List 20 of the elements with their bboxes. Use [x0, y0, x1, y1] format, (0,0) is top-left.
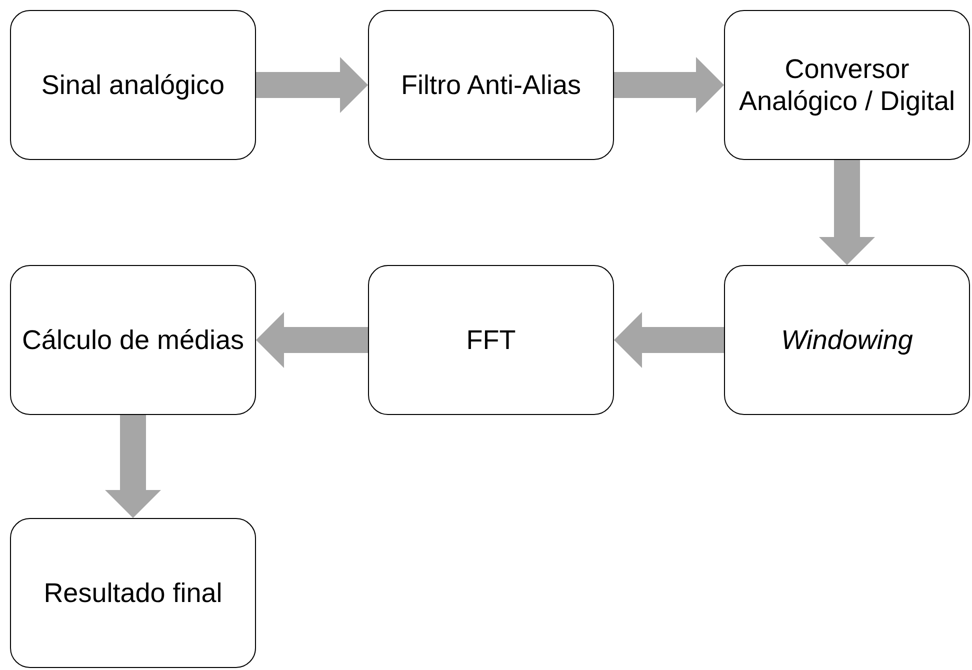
- box-label: Cálculo de médias: [22, 324, 244, 356]
- process-box: [368, 265, 614, 415]
- process-box: [368, 10, 614, 160]
- block-arrow: [819, 160, 875, 265]
- box-label: Sinal analógico: [41, 68, 225, 102]
- block-arrow: [614, 312, 724, 368]
- box-label: Windowing: [781, 324, 913, 356]
- process-box: [10, 265, 256, 415]
- box-label: Filtro Anti-Alias: [400, 68, 582, 102]
- block-arrow: [256, 57, 368, 113]
- process-box: [724, 265, 970, 415]
- box-label: Conversor Analógico / Digital: [738, 52, 956, 118]
- block-arrow: [256, 312, 368, 368]
- process-box: [10, 10, 256, 160]
- process-box: [724, 10, 970, 160]
- block-arrow: [105, 415, 161, 518]
- box-label: Resultado final: [44, 576, 222, 610]
- box-label: FFT: [466, 324, 516, 356]
- process-box: [10, 518, 256, 668]
- block-arrow: [614, 57, 724, 113]
